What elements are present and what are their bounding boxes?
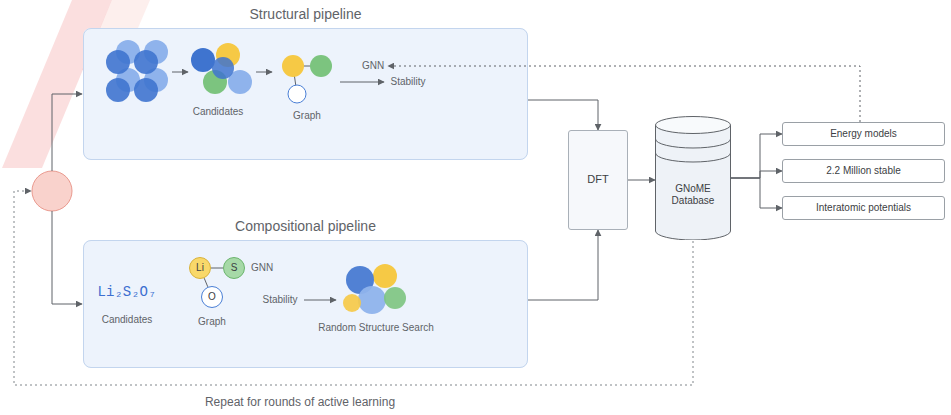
band-fill — [83, 28, 528, 160]
band-fill — [83, 240, 528, 368]
box-label: DFT — [587, 173, 608, 186]
atom-symbol: O — [208, 291, 216, 303]
model-label: GNN — [251, 262, 273, 274]
model-label: GNN — [362, 60, 384, 72]
connector — [211, 268, 223, 269]
step-label: Candidates — [102, 314, 153, 326]
atom-node: S — [223, 257, 245, 279]
connector — [731, 134, 782, 178]
step-label: Stability — [390, 76, 425, 88]
output-label: Energy models — [830, 128, 897, 140]
split-line — [52, 211, 82, 304]
database-label: GNoME Database — [663, 183, 723, 207]
cylinder-outline — [655, 116, 731, 240]
atom-symbol: S — [231, 262, 238, 274]
structure-blob — [343, 264, 406, 314]
step-arrow — [340, 82, 384, 83]
process-box: DFT — [568, 130, 628, 230]
output-label: 2.2 Million stable — [826, 165, 900, 177]
connector — [628, 180, 655, 181]
output-box: Energy models — [782, 122, 945, 146]
formula: Li₂S₂O₇ — [98, 284, 157, 301]
step-label: Random Structure Search — [318, 322, 434, 334]
database-cylinder: GNoME Database — [655, 116, 731, 240]
loop-caption: Repeat for rounds of active learning — [205, 395, 395, 409]
connector — [528, 230, 598, 300]
connector — [731, 178, 782, 208]
atom-node: Li — [189, 257, 211, 279]
connector — [204, 278, 208, 287]
atom-symbol: Li — [196, 262, 204, 274]
pipeline-band: Structural pipeline — [83, 28, 528, 160]
output-box: Interatomic potentials — [782, 196, 945, 220]
step-label: Stability — [262, 294, 297, 306]
start-circle — [32, 171, 72, 211]
connector — [388, 66, 860, 122]
step-arrow — [304, 300, 336, 301]
crystal-structure — [106, 40, 168, 102]
connector — [528, 100, 598, 130]
output-label: Interatomic potentials — [816, 202, 911, 214]
split-line — [52, 94, 82, 171]
connector — [731, 171, 782, 178]
step-arrow — [172, 72, 188, 73]
pipeline-heading: Structural pipeline — [84, 6, 527, 23]
candidate-structure — [191, 43, 252, 94]
atom-node: O — [201, 286, 223, 308]
pipeline-band: Compositional pipelineLiSO — [83, 240, 528, 368]
step-arrow — [256, 72, 272, 73]
output-box: 2.2 Million stable — [782, 159, 945, 183]
pipeline-heading: Compositional pipeline — [84, 218, 527, 235]
graph-icon — [282, 55, 332, 103]
step-label: Graph — [198, 316, 226, 328]
step-label: Candidates — [193, 106, 244, 118]
step-label: Graph — [293, 110, 321, 122]
